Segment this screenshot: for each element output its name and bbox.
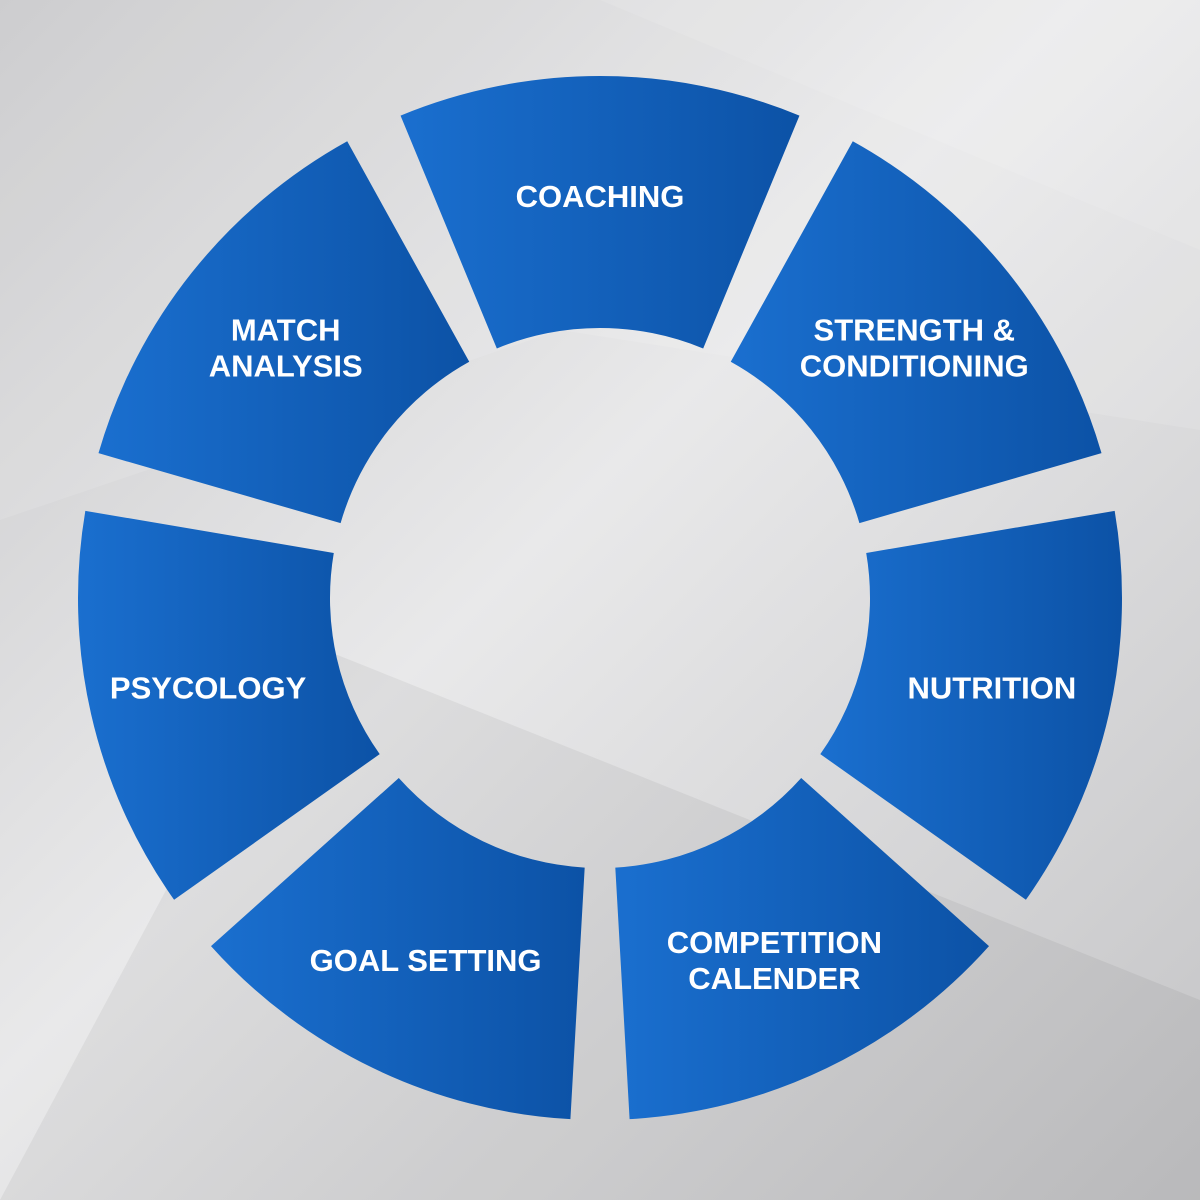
segment-competition-calender [615,778,990,1120]
segments-layer [78,76,1122,1120]
label-line-competition-calender-0: COMPETITION [667,925,882,960]
segment-nutrition [820,510,1122,900]
label-line-psycology-0: PSYCOLOGY [110,670,307,705]
label-line-match-analysis-1: ANALYSIS [209,348,363,383]
segment-psycology [78,510,380,900]
label-coaching: COACHING [516,179,685,214]
label-line-coaching-0: COACHING [516,179,685,214]
label-psycology: PSYCOLOGY [110,670,307,705]
labels-layer: COACHING STRENGTH &CONDITIONING NUTRITION C… [110,179,1076,996]
label-line-competition-calender-1: CALENDER [688,961,860,996]
label-nutrition: NUTRITION [908,670,1077,705]
segment-match-analysis [98,141,470,524]
label-line-nutrition-0: NUTRITION [908,670,1077,705]
label-line-goal-setting-0: GOAL SETTING [310,943,542,978]
label-line-match-analysis-0: MATCH [231,312,341,347]
label-line-strength-conditioning-1: CONDITIONING [800,348,1029,383]
segment-coaching [400,76,800,349]
segment-goal-setting [210,778,585,1120]
label-line-strength-conditioning-0: STRENGTH & [814,312,1016,347]
segment-strength-conditioning [730,141,1102,524]
label-goal-setting: GOAL SETTING [310,943,542,978]
label-strength-conditioning: STRENGTH &CONDITIONING [800,312,1029,383]
